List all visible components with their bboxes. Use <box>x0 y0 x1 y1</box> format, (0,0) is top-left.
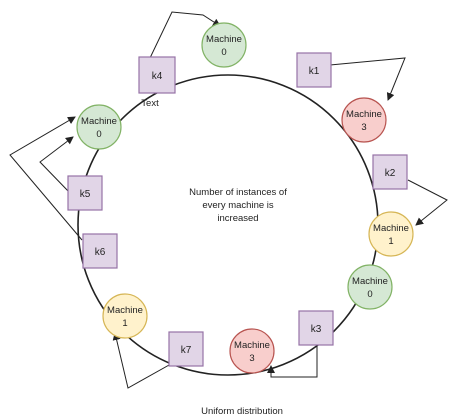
svg-text:Machine: Machine <box>107 305 143 316</box>
machine-0-left: Machine 0 <box>76 104 122 150</box>
arrow-k4-to-machine-0-top <box>149 11 221 59</box>
svg-text:Machine: Machine <box>234 340 270 351</box>
key-k5: k5 <box>67 175 103 211</box>
arrow-k6-to-machine-0-left <box>9 116 83 241</box>
svg-text:0: 0 <box>96 129 101 140</box>
svg-text:0: 0 <box>367 289 372 300</box>
svg-text:k5: k5 <box>80 189 91 200</box>
center-text-line-3: increased <box>217 213 258 224</box>
svg-text:Machine: Machine <box>373 223 409 234</box>
svg-text:Machine: Machine <box>352 276 388 287</box>
svg-text:Machine: Machine <box>206 34 242 45</box>
arrow-k7-to-machine-1-left <box>112 332 179 389</box>
svg-text:k7: k7 <box>181 345 192 356</box>
machine-3-bottom: Machine 3 <box>229 328 275 374</box>
svg-text:k3: k3 <box>311 324 322 335</box>
key-k4: k4 <box>138 56 176 94</box>
svg-text:3: 3 <box>361 122 366 133</box>
svg-text:0: 0 <box>221 47 226 58</box>
machine-1-left: Machine 1 <box>102 293 148 339</box>
arrow-k5-to-machine-0-left <box>39 136 74 194</box>
svg-text:k2: k2 <box>385 168 396 179</box>
machine-0-top: Machine 0 <box>201 22 247 68</box>
text-label: Text <box>141 98 159 109</box>
key-k2: k2 <box>372 154 408 190</box>
svg-text:k1: k1 <box>309 66 320 77</box>
center-text-line-2: every machine is <box>202 200 274 211</box>
svg-text:k4: k4 <box>152 71 163 82</box>
machine-1-right: Machine 1 <box>368 211 414 257</box>
svg-text:3: 3 <box>249 353 254 364</box>
svg-text:1: 1 <box>122 318 127 329</box>
svg-text:1: 1 <box>388 236 393 247</box>
svg-text:k6: k6 <box>95 247 106 258</box>
key-k7: k7 <box>168 331 204 367</box>
key-k6: k6 <box>82 233 118 269</box>
svg-text:Machine: Machine <box>346 109 382 120</box>
machine-0-right: Machine 0 <box>347 264 393 310</box>
arrow-k1-to-machine-3-right <box>329 57 406 101</box>
arrow-k2-to-machine-1-right <box>407 179 448 226</box>
svg-text:Machine: Machine <box>81 116 117 127</box>
key-k1: k1 <box>296 52 332 88</box>
machine-3-right: Machine 3 <box>341 97 387 143</box>
arrow-k3-to-machine-3-bottom <box>267 340 318 378</box>
center-text-line-1: Number of instances of <box>189 187 287 198</box>
key-k3: k3 <box>298 310 334 346</box>
caption: Uniform distribution <box>201 406 283 417</box>
